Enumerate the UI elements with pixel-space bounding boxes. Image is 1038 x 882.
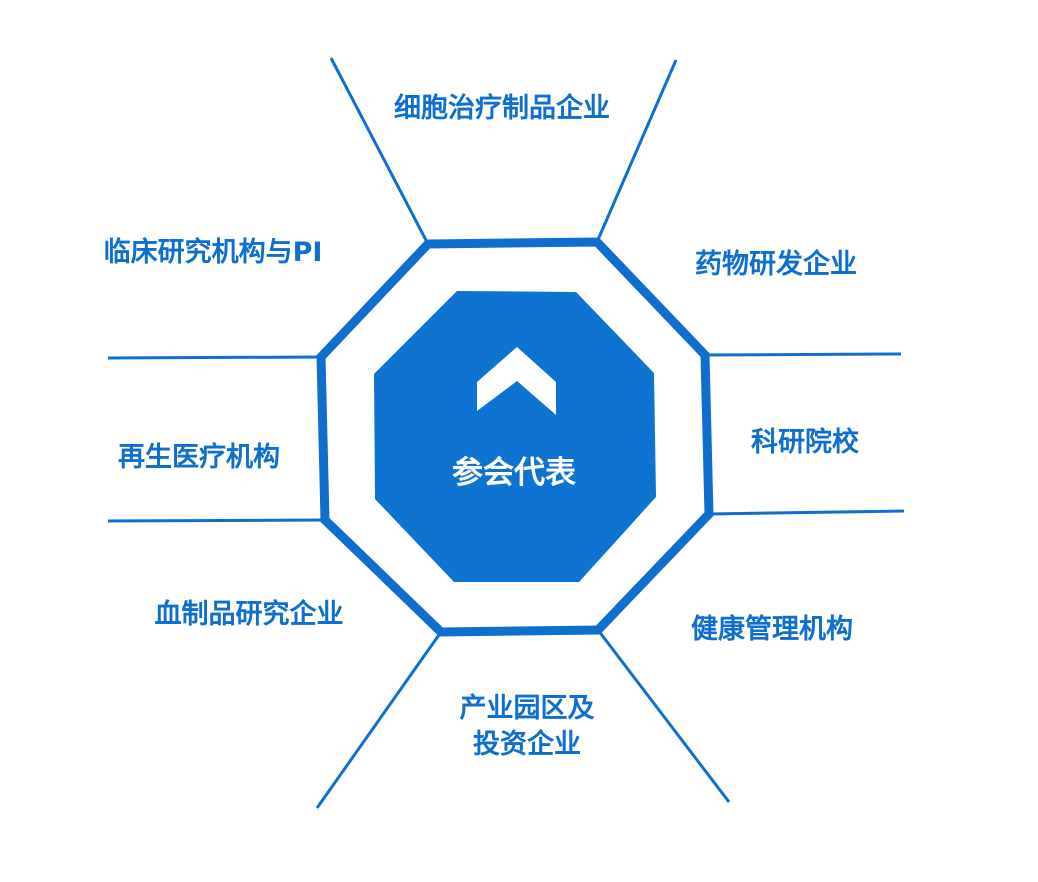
segment-label-right: 科研院校 <box>751 426 859 458</box>
segment-label-bottom-right: 健康管理机构 <box>691 613 853 645</box>
divider-left-lower <box>107 518 326 523</box>
chevron-up-icon <box>477 347 556 415</box>
center-label: 参会代表 <box>452 455 576 491</box>
outer-octagon-ring <box>316 237 714 637</box>
segment-label-bottom-line2: 投资企业 <box>473 728 581 760</box>
segment-label-top-right: 药物研发企业 <box>695 248 857 280</box>
segment-label-bottom-left: 血制品研究企业 <box>155 598 344 630</box>
segment-label-bottom-line1: 产业园区及 <box>460 693 595 724</box>
divider-left-upper <box>107 355 322 360</box>
segment-label-top-left: 临床研究机构与PI <box>104 236 323 268</box>
divider-bottom-right <box>596 629 731 803</box>
divider-bottom-left <box>315 631 443 809</box>
segment-label-top: 细胞治疗制品企业 <box>394 92 610 124</box>
divider-right-upper <box>704 352 902 357</box>
divider-right-lower <box>708 509 905 516</box>
center-octagon <box>374 291 656 582</box>
divider-top-left <box>329 57 430 245</box>
divider-top-right <box>595 59 678 243</box>
segment-label-left: 再生医疗机构 <box>118 441 280 473</box>
divider-lines <box>107 57 905 809</box>
